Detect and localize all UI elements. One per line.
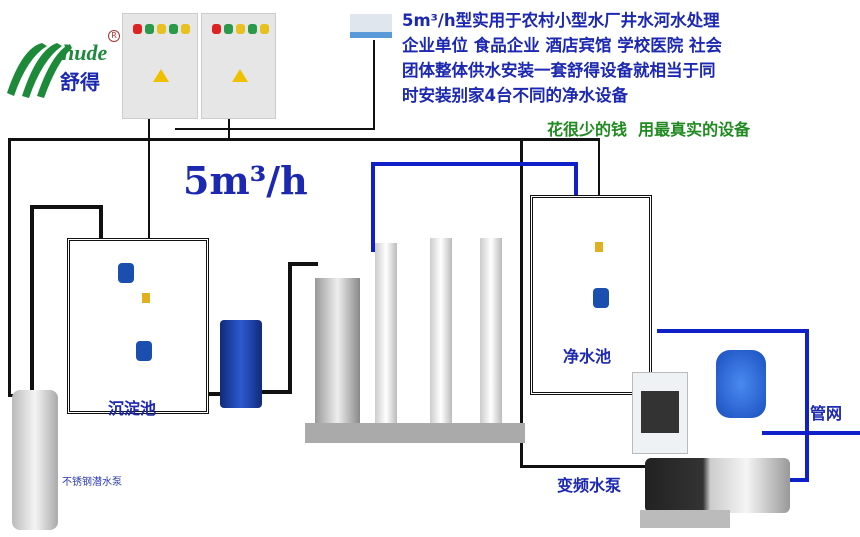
- control-wire: [148, 118, 150, 293]
- control-wire: [8, 138, 598, 141]
- pipe-blue: [805, 329, 809, 481]
- pressure-tank: [716, 350, 766, 418]
- pipe-blue: [371, 162, 375, 252]
- description-line: 5m³/h型实用于农村小型水厂井水河水处理: [402, 11, 720, 30]
- pipe-black: [288, 262, 318, 266]
- description-line: 时安装别家4台不同的净水设备: [402, 86, 628, 105]
- submersible-pump-label: 不锈钢潜水泵: [62, 477, 122, 488]
- pipe-black: [262, 390, 290, 394]
- pipe-blue: [574, 162, 578, 212]
- pipe-black: [288, 262, 292, 394]
- control-box-2: [201, 13, 276, 119]
- circuit-breaker: [350, 14, 392, 38]
- settling-tank: 沉淀池: [67, 238, 209, 418]
- description: 5m³/h型实用于农村小型水厂井水河水处理 企业单位 食品企业 酒店宾馆 学校医…: [402, 8, 722, 108]
- pipe-black: [30, 205, 102, 209]
- logo-cn-text: 舒得: [60, 70, 100, 94]
- pipe-blue: [371, 162, 577, 166]
- description-line: 企业单位 食品企业 酒店宾馆 学校医院 社会: [402, 36, 722, 55]
- control-wire: [598, 138, 600, 238]
- logo-latin-text: hude: [62, 40, 108, 65]
- pipe-black: [200, 392, 225, 396]
- capacity-label: 5m³/h: [183, 158, 308, 203]
- clean-tank-label: 净水池: [563, 347, 612, 366]
- control-wire: [520, 138, 523, 468]
- filter-system: [305, 228, 525, 443]
- control-wire: [8, 138, 11, 396]
- control-wire: [175, 128, 375, 130]
- vfd-pump: [645, 458, 790, 513]
- clean-tank: 净水池: [530, 195, 652, 395]
- pipe-blue: [762, 431, 860, 435]
- warning-icon: [232, 69, 248, 82]
- vfd-pump-label: 变频水泵: [557, 476, 622, 495]
- control-wire: [373, 40, 375, 130]
- brand-logo: hude 舒得 R: [2, 30, 120, 100]
- control-box-1: [122, 13, 198, 119]
- pump-base: [640, 510, 730, 528]
- description-line: 团体整体供水安装一套舒得设备就相当于同: [402, 61, 716, 80]
- pipe-blue: [785, 478, 809, 482]
- slogan: 花很少的钱 用最真实的设备: [547, 120, 751, 139]
- control-wire: [520, 465, 650, 468]
- warning-icon: [153, 69, 169, 82]
- transfer-pump: [220, 320, 262, 408]
- vfd-controller: [632, 372, 688, 454]
- submersible-pump: [12, 390, 58, 530]
- registered-mark: R: [108, 30, 120, 42]
- logo-stripes-icon: [7, 43, 72, 98]
- pipe-black: [30, 205, 34, 505]
- pipe-network-label: 管网: [810, 404, 843, 423]
- settling-tank-label: 沉淀池: [108, 399, 157, 418]
- pipe-blue: [657, 329, 809, 333]
- pipe-black: [99, 205, 103, 245]
